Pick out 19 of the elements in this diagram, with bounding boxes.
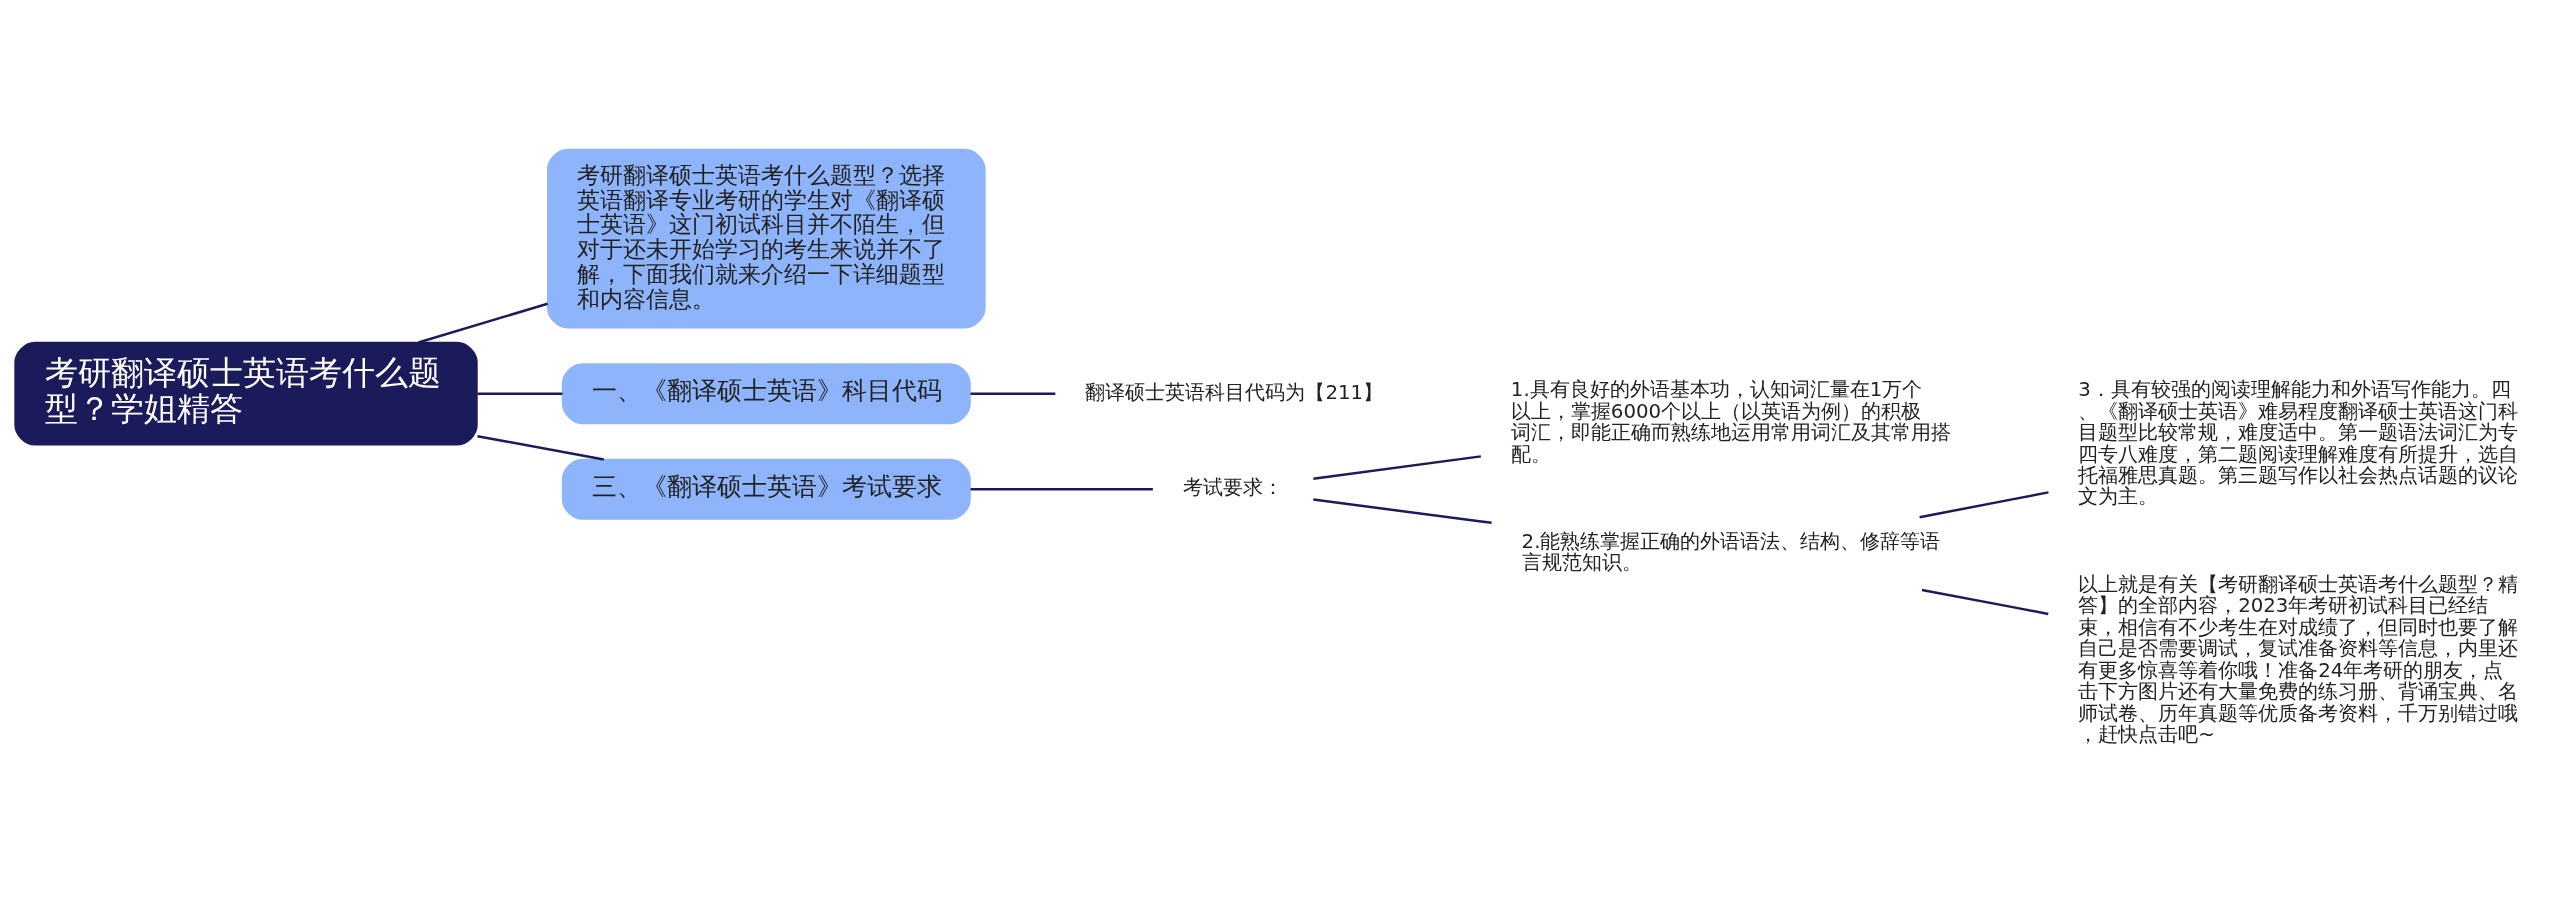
connector (970, 392, 1056, 395)
node-box: 考研翻译硕士英语考什么题型？学姐精答 (14, 341, 478, 446)
node-text: 1.具有良好的外语基本功，认知词汇量在1万个以上，掌握6000个以上（以英语为例）的积极词汇，即能正确而熟练地运用常用词汇及其常用搭配。 (1510, 378, 1951, 466)
connector (1921, 588, 2049, 616)
node-text: 2.能熟练掌握正确的外语语法、结构、修辞等语言规范知识。 (1521, 530, 1941, 575)
connector (970, 488, 1153, 491)
connector (418, 302, 548, 344)
node-box: 考研翻译硕士英语考什么题型？选择英语翻译专业考研的学生对《翻译硕士英语》这门初试科目并不陌生，但对于还未开始学习的考生来说并不了解，下面我们就来介绍一下详细题型和内容信息。 (547, 148, 986, 329)
node-text: 考试要求： (1182, 476, 1283, 500)
node-text: 以上就是有关【考研翻译硕士英语考什么题型？精答】的全部内容，2023年考研初试科目已经结束，相信有不少考生在对成绩了，但同时也要了解自己是否需要调试，复试准备资料等信息，内里还有更多惊喜等着你哦！准备24年考研的朋友，点击下方图片还有大量免费的练习册、背诵宝典、名师试卷、历年真题等优质备考资料，千万别错过哦，赶快点击吧~ (2078, 572, 2519, 746)
connector (1313, 455, 1481, 480)
node-box: 一、《翻译硕士英语》科目代码 (561, 363, 971, 425)
connector (1919, 491, 2049, 519)
connector (477, 434, 604, 461)
node-text: 3．具有较强的阅读理解能力和外语写作能力。四、《翻译硕士英语》难易程度翻译硕士英语这门科目题型比较常规，难度适中。第一题语法词汇为专四专八难度，第二题阅读理解难度有所提升，选自托福雅思真题。第三题写作以社会热点话题的议论文为主。 (2078, 378, 2519, 509)
node-box: 三、《翻译硕士英语》考试要求 (561, 458, 971, 520)
connector (477, 392, 563, 395)
node-text: 翻译硕士英语科目代码为【211】 (1085, 380, 1384, 404)
connector (1313, 498, 1492, 525)
